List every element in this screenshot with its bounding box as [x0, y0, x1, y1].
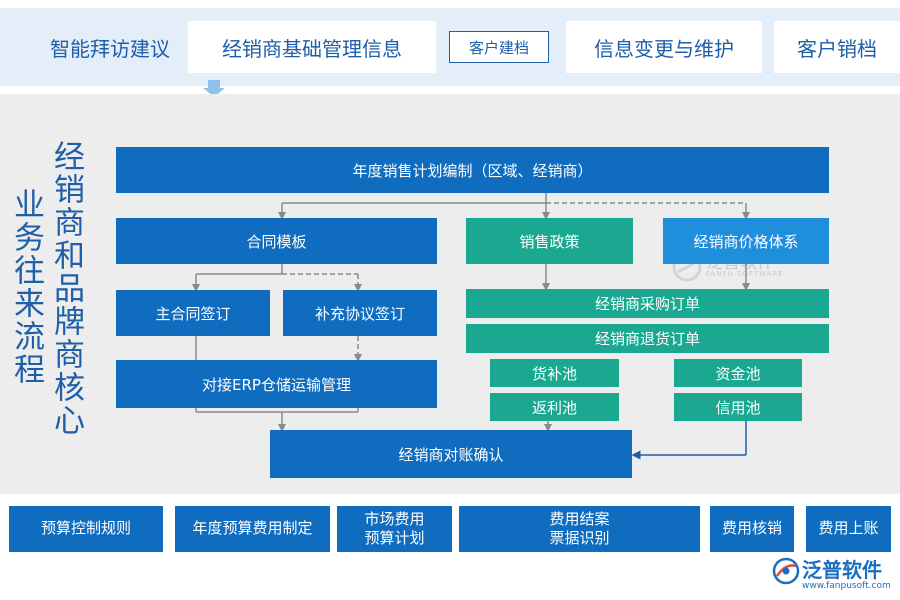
- nav-smart-visit[interactable]: 智能拜访建议: [50, 36, 170, 61]
- nav-info-change[interactable]: 信息变更与维护: [566, 21, 762, 73]
- sales-policy-box[interactable]: 销售政策: [466, 218, 633, 264]
- logo-name: 泛普软件: [802, 558, 882, 582]
- side-title-flow: 业务往来流程: [8, 188, 44, 386]
- market-expense-plan-button[interactable]: 市场费用 预算计划: [337, 506, 452, 552]
- nav-customer-close[interactable]: 客户销档: [774, 21, 900, 73]
- supplement-agreement-box[interactable]: 补充协议签订: [283, 290, 437, 336]
- dealer-return-order-box[interactable]: 经销商退货订单: [466, 324, 829, 353]
- nav-dealer-basic-info[interactable]: 经销商基础管理信息: [188, 21, 436, 73]
- dealer-price-system-box[interactable]: 经销商价格体系: [663, 218, 829, 264]
- dealer-reconciliation-box[interactable]: 经销商对账确认: [270, 430, 632, 478]
- annual-sales-plan-box[interactable]: 年度销售计划编制（区域、经销商）: [116, 147, 829, 193]
- annual-budget-button[interactable]: 年度预算费用制定: [175, 506, 330, 552]
- rebate-pool-box[interactable]: 返利池: [490, 393, 619, 421]
- main-contract-box[interactable]: 主合同签订: [116, 290, 270, 336]
- contract-template-box[interactable]: 合同模板: [116, 218, 437, 264]
- side-title-core: 经销商和品牌商核心: [48, 140, 84, 437]
- fanpu-logo: 泛普软件 www.fanpusoft.com: [772, 553, 898, 597]
- watermark-sub: FANPU SOFTWARE: [706, 270, 784, 278]
- nav-customer-create[interactable]: 客户建档: [449, 31, 549, 63]
- expense-posting-button[interactable]: 费用上账: [806, 506, 891, 552]
- fanpu-logo-icon: [772, 557, 800, 585]
- budget-control-rules-button[interactable]: 预算控制规则: [9, 506, 163, 552]
- credit-pool-box[interactable]: 信用池: [674, 393, 802, 421]
- logo-url[interactable]: www.fanpusoft.com: [802, 581, 891, 591]
- goods-pool-box[interactable]: 货补池: [490, 359, 619, 387]
- down-arrow-icon: [203, 80, 225, 97]
- expense-settlement-button[interactable]: 费用结案 票据识别: [459, 506, 700, 552]
- erp-warehouse-box[interactable]: 对接ERP仓储运输管理: [116, 360, 437, 408]
- dealer-purchase-order-box[interactable]: 经销商采购订单: [466, 289, 829, 318]
- fund-pool-box[interactable]: 资金池: [674, 359, 802, 387]
- expense-writeoff-button[interactable]: 费用核销: [710, 506, 794, 552]
